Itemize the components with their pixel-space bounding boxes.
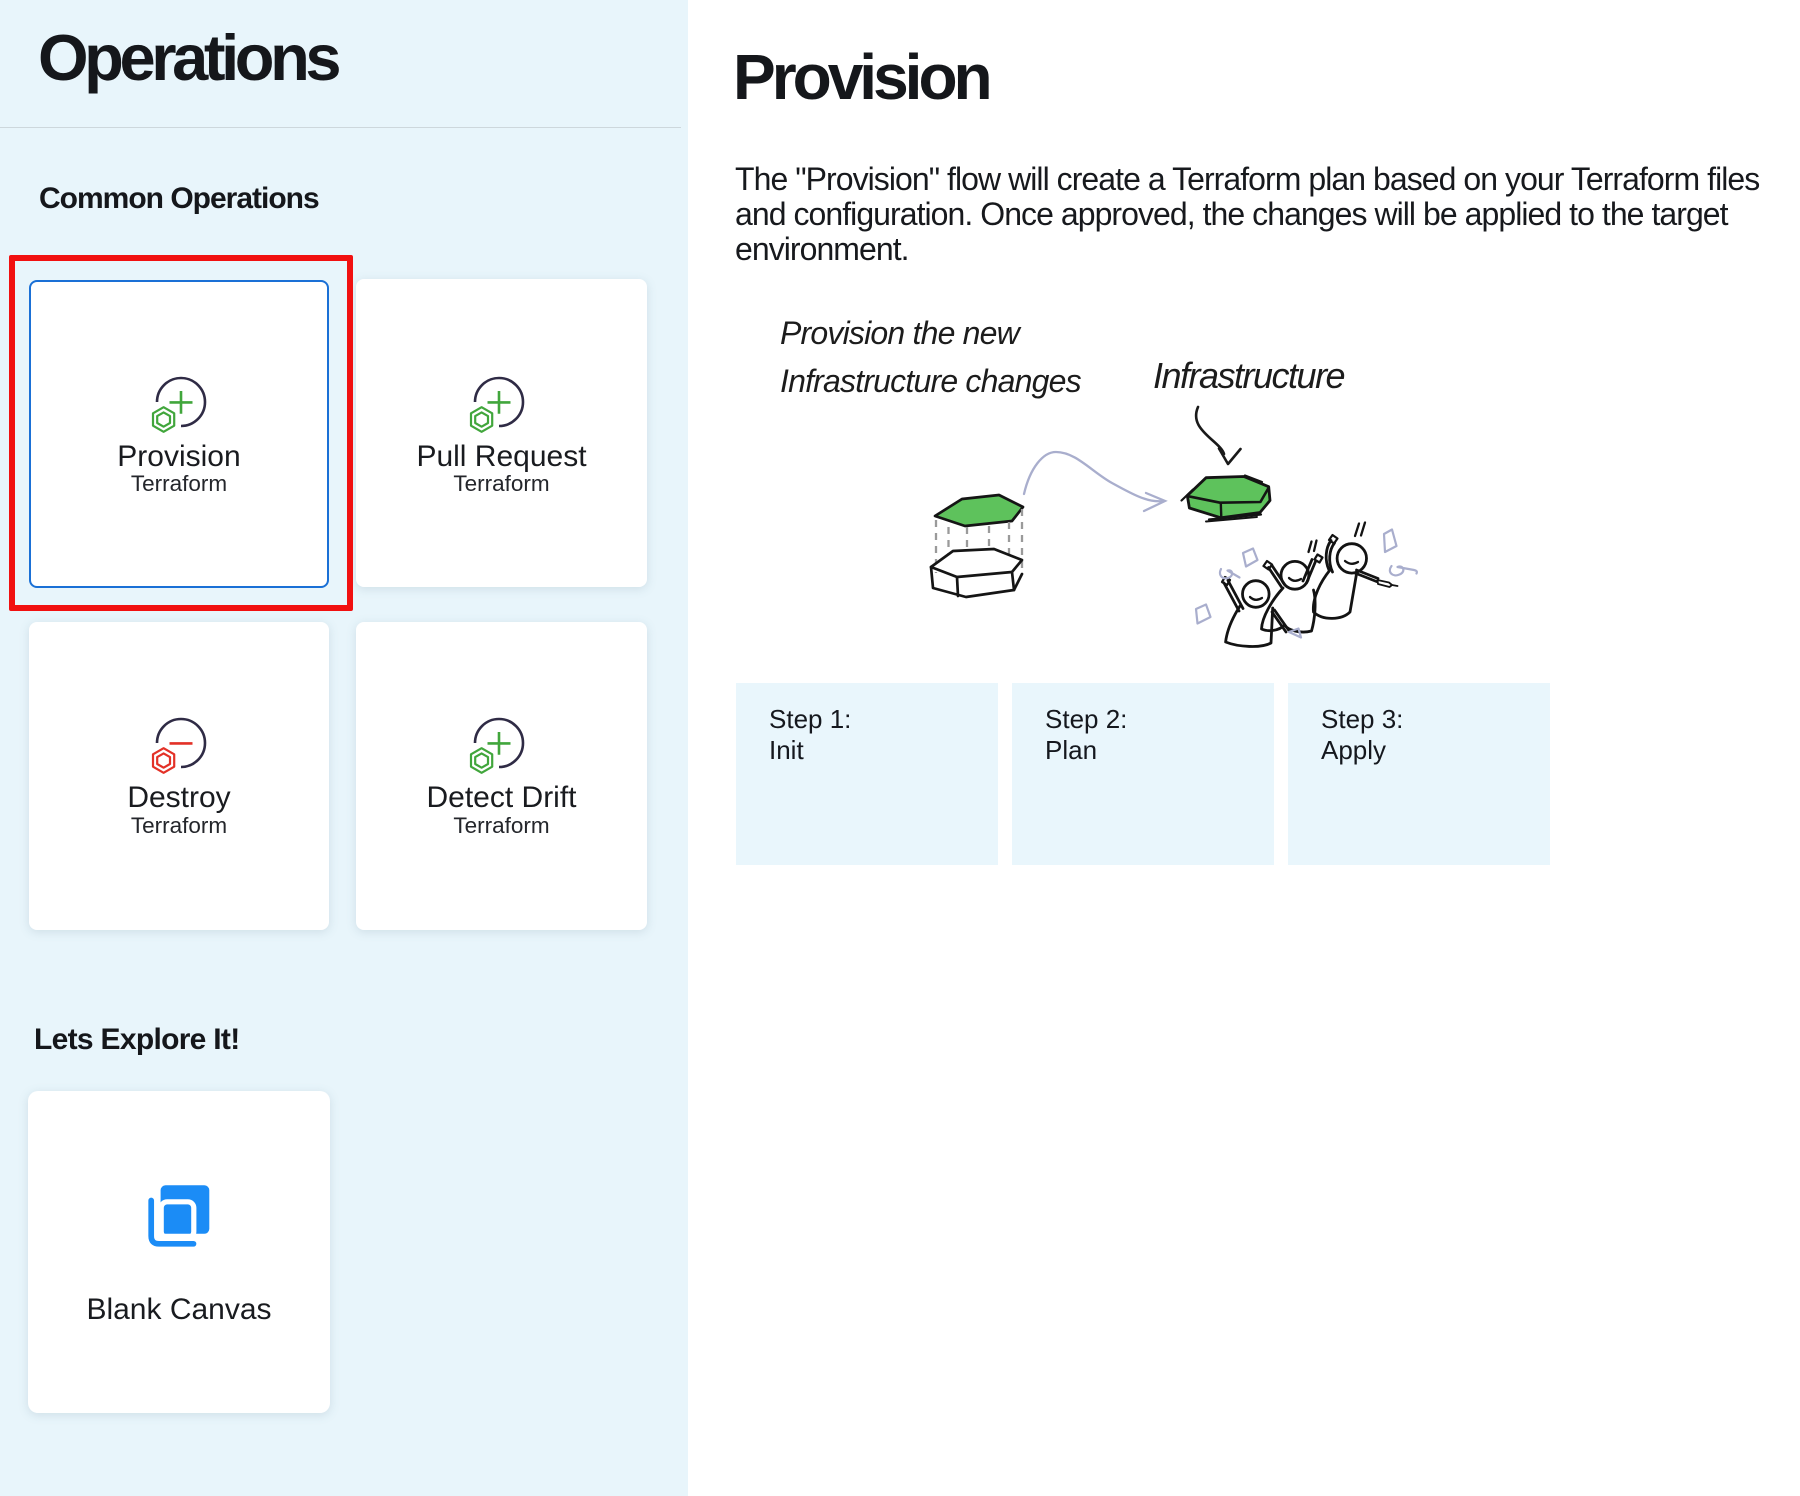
svg-text:Provision the new: Provision the new bbox=[780, 315, 1022, 351]
svg-text:Infrastructure: Infrastructure bbox=[1153, 355, 1345, 396]
svg-text:Infrastructure changes: Infrastructure changes bbox=[780, 363, 1082, 399]
